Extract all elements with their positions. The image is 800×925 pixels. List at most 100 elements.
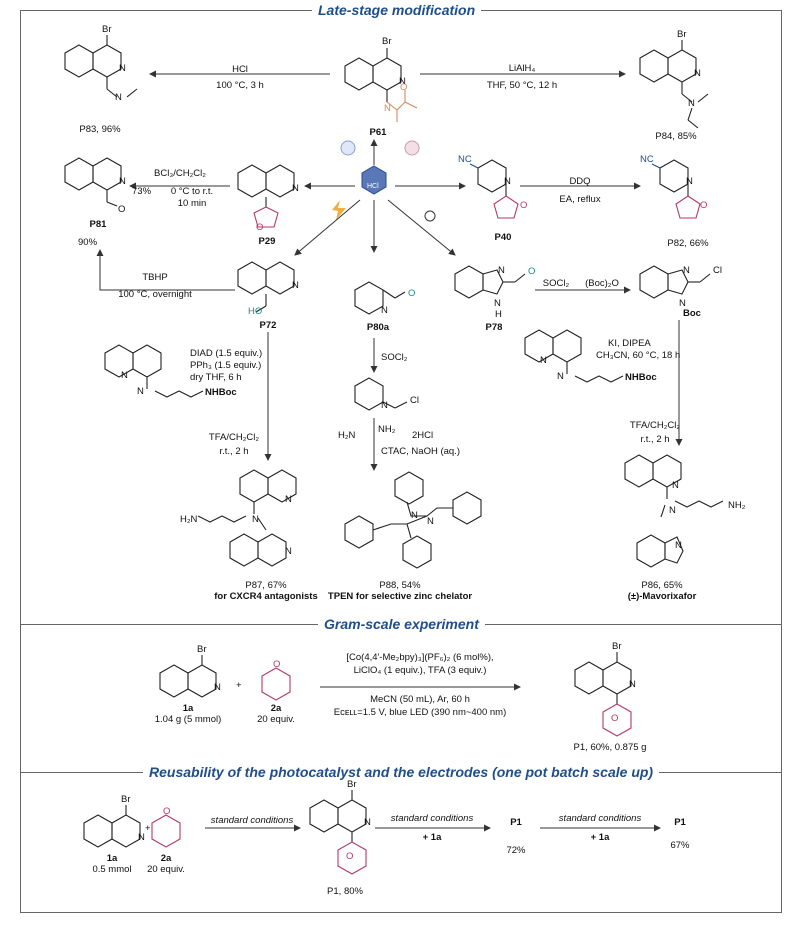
reuse-yield-2: 72%: [506, 845, 526, 856]
atom-n2-p84: N: [688, 98, 695, 109]
gram-sm2-label: 2a: [270, 703, 282, 714]
atom-n-p84: N: [694, 68, 701, 79]
label-p87: P87, 67%: [245, 580, 287, 591]
atom-n2-p87: N: [252, 514, 259, 525]
atom-n-p40: N: [504, 176, 511, 187]
atom-h2n-diamine: H₂N: [338, 430, 356, 441]
cond-tfa-1: TFA/CH₂Cl₂: [208, 432, 260, 443]
atom-br-gram-1a: Br: [197, 644, 207, 655]
arrow-center-to-p72: [294, 199, 361, 256]
atom-br-p83: Br: [102, 24, 112, 35]
gram-sm2-amount: 20 equiv.: [257, 714, 295, 725]
structure-p78: [454, 265, 526, 299]
structure-p87: [197, 469, 297, 567]
atom-n-p80a: N: [381, 305, 388, 316]
atom-ho-p72: HO: [248, 306, 263, 317]
label-p29: P29: [258, 236, 276, 247]
arrow-center-to-p78: [387, 199, 456, 256]
gram-cond-1: [Co(4,4′-Me₂bpy)₃](PF₆)₂ (6 mol%),: [346, 652, 494, 663]
cond-ddq-1: DDQ: [569, 176, 591, 187]
cond-diad-3: dry THF, 6 h: [190, 372, 242, 383]
gram-cond-3: MeCN (50 mL), Ar, 60 h: [370, 694, 470, 705]
label-p78: P78: [485, 322, 503, 333]
cond-ki-2: CH₃CN, 60 °C, 18 h: [596, 350, 681, 361]
atom-br-p61: Br: [382, 36, 392, 47]
label-p83: P83, 96%: [79, 124, 121, 135]
cond-hcl-2: 100 °C, 3 h: [216, 80, 264, 91]
atom-h-p78: H: [495, 309, 502, 320]
atom-hcl-center: HCl: [367, 183, 379, 190]
cond-bcl3-1: BCl₃/CH₂Cl₂: [154, 168, 206, 179]
cond-socl2-b: SOCl₂: [381, 352, 408, 363]
label-p86: P86, 65%: [641, 580, 683, 591]
cond-lialh4-2: THF, 50 °C, 12 h: [486, 80, 558, 91]
atom-n-p83: N: [119, 63, 126, 74]
reuse-sm1-amount: 0.5 mmol: [92, 864, 132, 875]
atom-h2n-p87: H₂N: [180, 514, 198, 525]
cond-bcl3-yield: 73%: [132, 186, 152, 197]
reuse-std-1: standard conditions: [210, 815, 294, 826]
structure-reuse-1a: [83, 805, 141, 848]
label-p87-note: for CXCR4 antagonists: [214, 591, 318, 602]
gram-product-label: P1, 60%, 0.875 g: [573, 742, 647, 753]
cond-ddq-2: EA, reflux: [559, 194, 601, 205]
structure-thq-amine-left: [104, 344, 204, 398]
cond-bcl3-2: 0 °C to r.t.: [170, 186, 214, 197]
structure-p83: [64, 35, 138, 98]
atom-n1-p88: N: [411, 510, 418, 521]
atom-o-p81: O: [118, 204, 126, 215]
structure-reuse-2a: [151, 814, 181, 848]
cond-bcl3-3: 10 min: [177, 198, 207, 209]
atom-nc-p82: NC: [640, 154, 654, 165]
reuse-p1-second: P1: [510, 817, 522, 828]
cond-lialh4-1: LiAlH₄: [508, 63, 536, 74]
cond-hcl-1: HCl: [232, 64, 248, 75]
gram-sm1-amount: 1.04 g (5 mmol): [154, 714, 222, 725]
label-p82: P82, 66%: [667, 238, 709, 249]
structure-p88: [344, 471, 482, 569]
label-p84: P84, 85%: [655, 131, 697, 142]
reuse-std-3: standard conditions: [558, 813, 642, 824]
label-p61: P61: [369, 127, 387, 138]
reuse-add-2: + 1a: [590, 832, 610, 843]
reuse-yield-3: 67%: [670, 840, 690, 851]
structure-p81: [64, 157, 122, 207]
atom-nh-p78: N: [494, 298, 501, 309]
structure-p82: [651, 159, 701, 219]
atom-n-p29: N: [292, 183, 299, 194]
structure-p40: [469, 159, 519, 219]
atom-n-boc-ring: N: [683, 265, 690, 276]
reuse-std-2: standard conditions: [390, 813, 474, 824]
atom-n-thq-left: N: [121, 370, 128, 381]
structure-gram-1a: [159, 655, 217, 698]
atom-n-reuse-p1: N: [364, 817, 371, 828]
atom-n-p87: N: [285, 494, 292, 505]
atom-cl-chloride: Cl: [410, 395, 419, 406]
cond-diamine: 2HCl: [412, 430, 434, 441]
gram-cond-2: LiClO₄ (1 equiv.), TFA (3 equiv.): [353, 665, 487, 676]
atom-o-gram-p1: O: [611, 713, 619, 724]
atom-n-thq-right: N: [540, 355, 547, 366]
atom-n-gram-p1: N: [629, 679, 636, 690]
reuse-sm2-label: 2a: [160, 853, 172, 864]
atom-n-gram-1a: N: [214, 682, 221, 693]
atom-hn-thq-left: N: [137, 386, 144, 397]
structure-gram-2a: [261, 667, 291, 701]
atom-n-chloride: N: [381, 400, 388, 411]
label-p40: P40: [494, 232, 512, 243]
arrow-p72-to-p81: [96, 249, 235, 291]
cond-tfa-2: r.t., 2 h: [219, 446, 249, 457]
atom-n-p86: N: [672, 480, 679, 491]
header-late-stage: Late-stage modification: [312, 2, 482, 18]
cond-socl2-a: SOCl₂: [542, 278, 570, 289]
header-reusability: Reusability of the photocatalyst and the…: [143, 764, 660, 780]
atom-br-reuse-p1: Br: [347, 779, 357, 790]
atom-nh2-p86: NH₂: [728, 500, 746, 511]
reuse-plus: +: [145, 823, 151, 834]
cond-tbhp-2: 100 °C, overnight: [118, 289, 192, 300]
reuse-p1-third: P1: [674, 817, 686, 828]
structure-p86: [624, 454, 724, 568]
atom-o-gram-2a: O: [273, 659, 281, 670]
hcl-center-icon: [332, 140, 436, 222]
